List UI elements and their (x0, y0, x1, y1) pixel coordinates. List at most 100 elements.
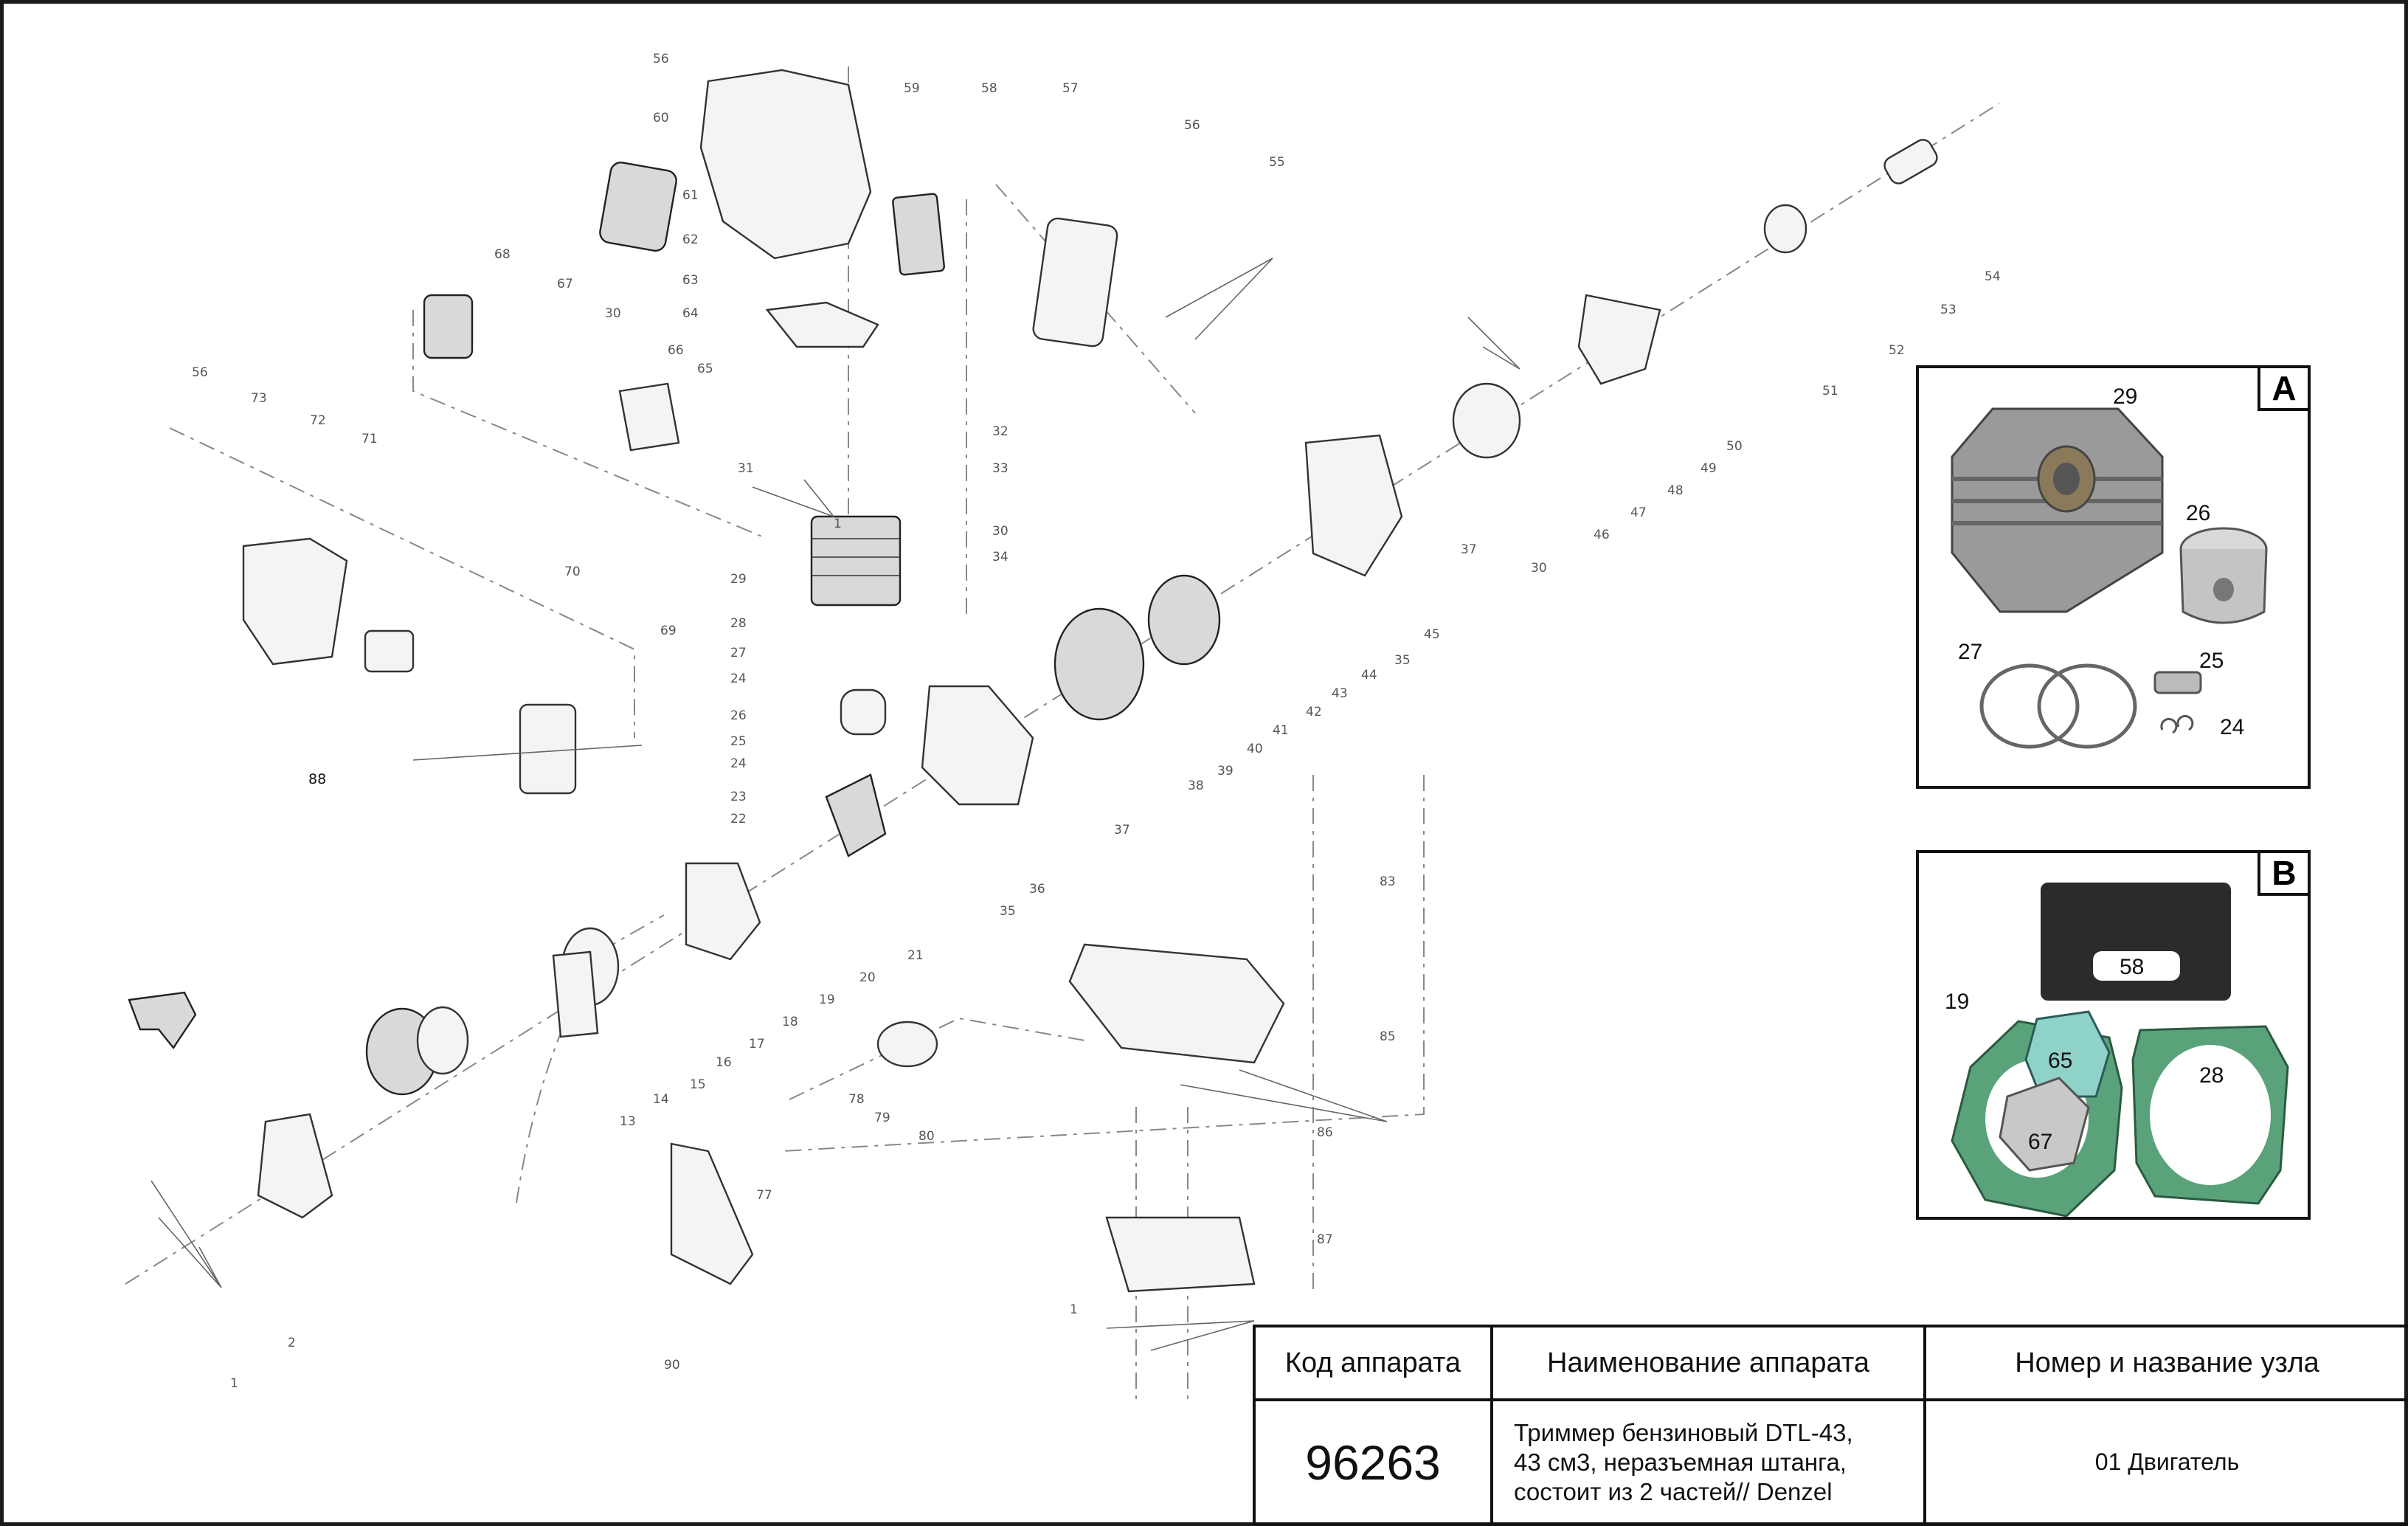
callout: 31 (738, 461, 754, 476)
label-rings: 27 (1958, 640, 1983, 664)
callout: 35 (1000, 904, 1016, 919)
leader-lines (150, 258, 1520, 1351)
label-gasket-65: 65 (2048, 1049, 2073, 1073)
callout: 29 (730, 572, 747, 587)
callout: 63 (682, 273, 699, 288)
callout: 21 (907, 948, 924, 963)
callout: 83 (1380, 874, 1396, 889)
callout: 32 (992, 424, 1008, 439)
callout: 85 (1380, 1029, 1396, 1044)
callout: 71 (361, 432, 378, 446)
gasket-58-image (2041, 883, 2231, 1001)
callout: 86 (1317, 1125, 1333, 1140)
inset-b-letter: B (2258, 850, 2311, 896)
device-name: Триммер бензиновый DTL-43, 43 см3, нераз… (1493, 1401, 1926, 1526)
callout: 56 (192, 365, 208, 380)
device-name-line-1: Триммер бензиновый DTL-43, (1514, 1418, 1853, 1446)
callout: 66 (668, 343, 684, 358)
callout: 37 (1461, 542, 1477, 557)
callout: 24 (730, 671, 747, 686)
callout: 18 (782, 1015, 798, 1029)
callout: 28 (730, 616, 747, 631)
callout: 49 (1701, 461, 1717, 476)
callout: 50 (1726, 439, 1743, 454)
callout: 16 (716, 1055, 732, 1070)
header-name: Наименование аппарата (1493, 1328, 1926, 1401)
callout: 14 (653, 1092, 669, 1107)
callout: 55 (1269, 155, 1285, 170)
label-gasket-58: 58 (2120, 955, 2145, 979)
label-piston: 26 (2186, 501, 2211, 525)
header-code: Код аппарата (1256, 1328, 1493, 1401)
inset-a-piston-kit: A 29 26 27 25 24 (1916, 365, 2311, 789)
callout: 38 (1188, 778, 1204, 793)
callout: 13 (620, 1114, 636, 1129)
callout: 20 (859, 970, 876, 985)
callout: 62 (682, 232, 699, 247)
callout: 22 (730, 812, 747, 826)
callout: 72 (310, 413, 326, 428)
callout: 34 (992, 550, 1008, 565)
label-gasket-67: 67 (2028, 1130, 2053, 1154)
callout: 39 (1217, 764, 1234, 778)
callout: 77 (756, 1188, 772, 1203)
callout: 90 (664, 1358, 680, 1373)
callout: 43 (1332, 686, 1348, 701)
callout: 54 (1985, 269, 2001, 284)
label-clips: 24 (2220, 715, 2245, 739)
callout: 25 (730, 734, 747, 749)
callout: 1 (230, 1376, 238, 1391)
callout: 67 (557, 277, 573, 291)
callout: 59 (904, 81, 920, 96)
callout: 61 (682, 188, 699, 203)
callout: 33 (992, 461, 1008, 476)
callout: 52 (1889, 343, 1905, 358)
callout: 30 (992, 524, 1008, 539)
piston-kit-illustration (1951, 407, 2268, 749)
callout: 36 (1029, 882, 1045, 897)
callout: 45 (1424, 627, 1440, 642)
inset-b-gasket-kit: B 58 19 65 67 28 (1916, 850, 2311, 1220)
callout: 26 (730, 708, 747, 723)
gasket-kit-illustration (1951, 883, 2289, 1217)
callout: 56 (653, 52, 669, 66)
callout: 41 (1273, 723, 1289, 738)
gasket-28-image (2131, 1025, 2289, 1205)
callout: 53 (1940, 303, 1957, 317)
callout: 27 (730, 646, 747, 660)
callout: 56 (1184, 118, 1200, 133)
callout: 15 (690, 1077, 706, 1092)
callout: 24 (730, 756, 747, 771)
callout: 80 (918, 1129, 935, 1144)
callout: 37 (1114, 823, 1130, 838)
callout: 57 (1062, 81, 1079, 96)
callout: 23 (730, 790, 747, 804)
callout: 69 (660, 624, 677, 638)
label-pin: 25 (2199, 649, 2224, 673)
callout: 58 (981, 81, 997, 96)
label-cylinder: 29 (2113, 384, 2138, 409)
callout: 60 (653, 111, 669, 125)
piston-image (2179, 527, 2268, 624)
label-gasket-28: 28 (2199, 1063, 2224, 1088)
engine-parts (128, 69, 1938, 1293)
piston-pin-image (2153, 671, 2202, 694)
device-code: 96263 (1256, 1401, 1493, 1526)
callout: 51 (1822, 384, 1838, 398)
header-node: Номер и название узла (1926, 1328, 2408, 1401)
callout: 44 (1361, 668, 1377, 683)
callout: 64 (682, 306, 699, 321)
callout-numbers: 1 1 1 2 13 14 15 16 17 18 19 20 21 22 23… (192, 52, 2001, 1391)
circlips-image (2160, 714, 2194, 734)
callout: 46 (1594, 528, 1610, 542)
callout: 79 (874, 1111, 890, 1125)
callout: 42 (1306, 705, 1322, 719)
callout: 1 (1070, 1302, 1078, 1317)
callout: 1 (834, 517, 842, 531)
gasket-65-image (2024, 1010, 2111, 1098)
callout: 17 (749, 1037, 765, 1052)
callout: 47 (1630, 505, 1647, 520)
gasket-67-image (1999, 1077, 2090, 1172)
callout: 68 (494, 247, 511, 262)
